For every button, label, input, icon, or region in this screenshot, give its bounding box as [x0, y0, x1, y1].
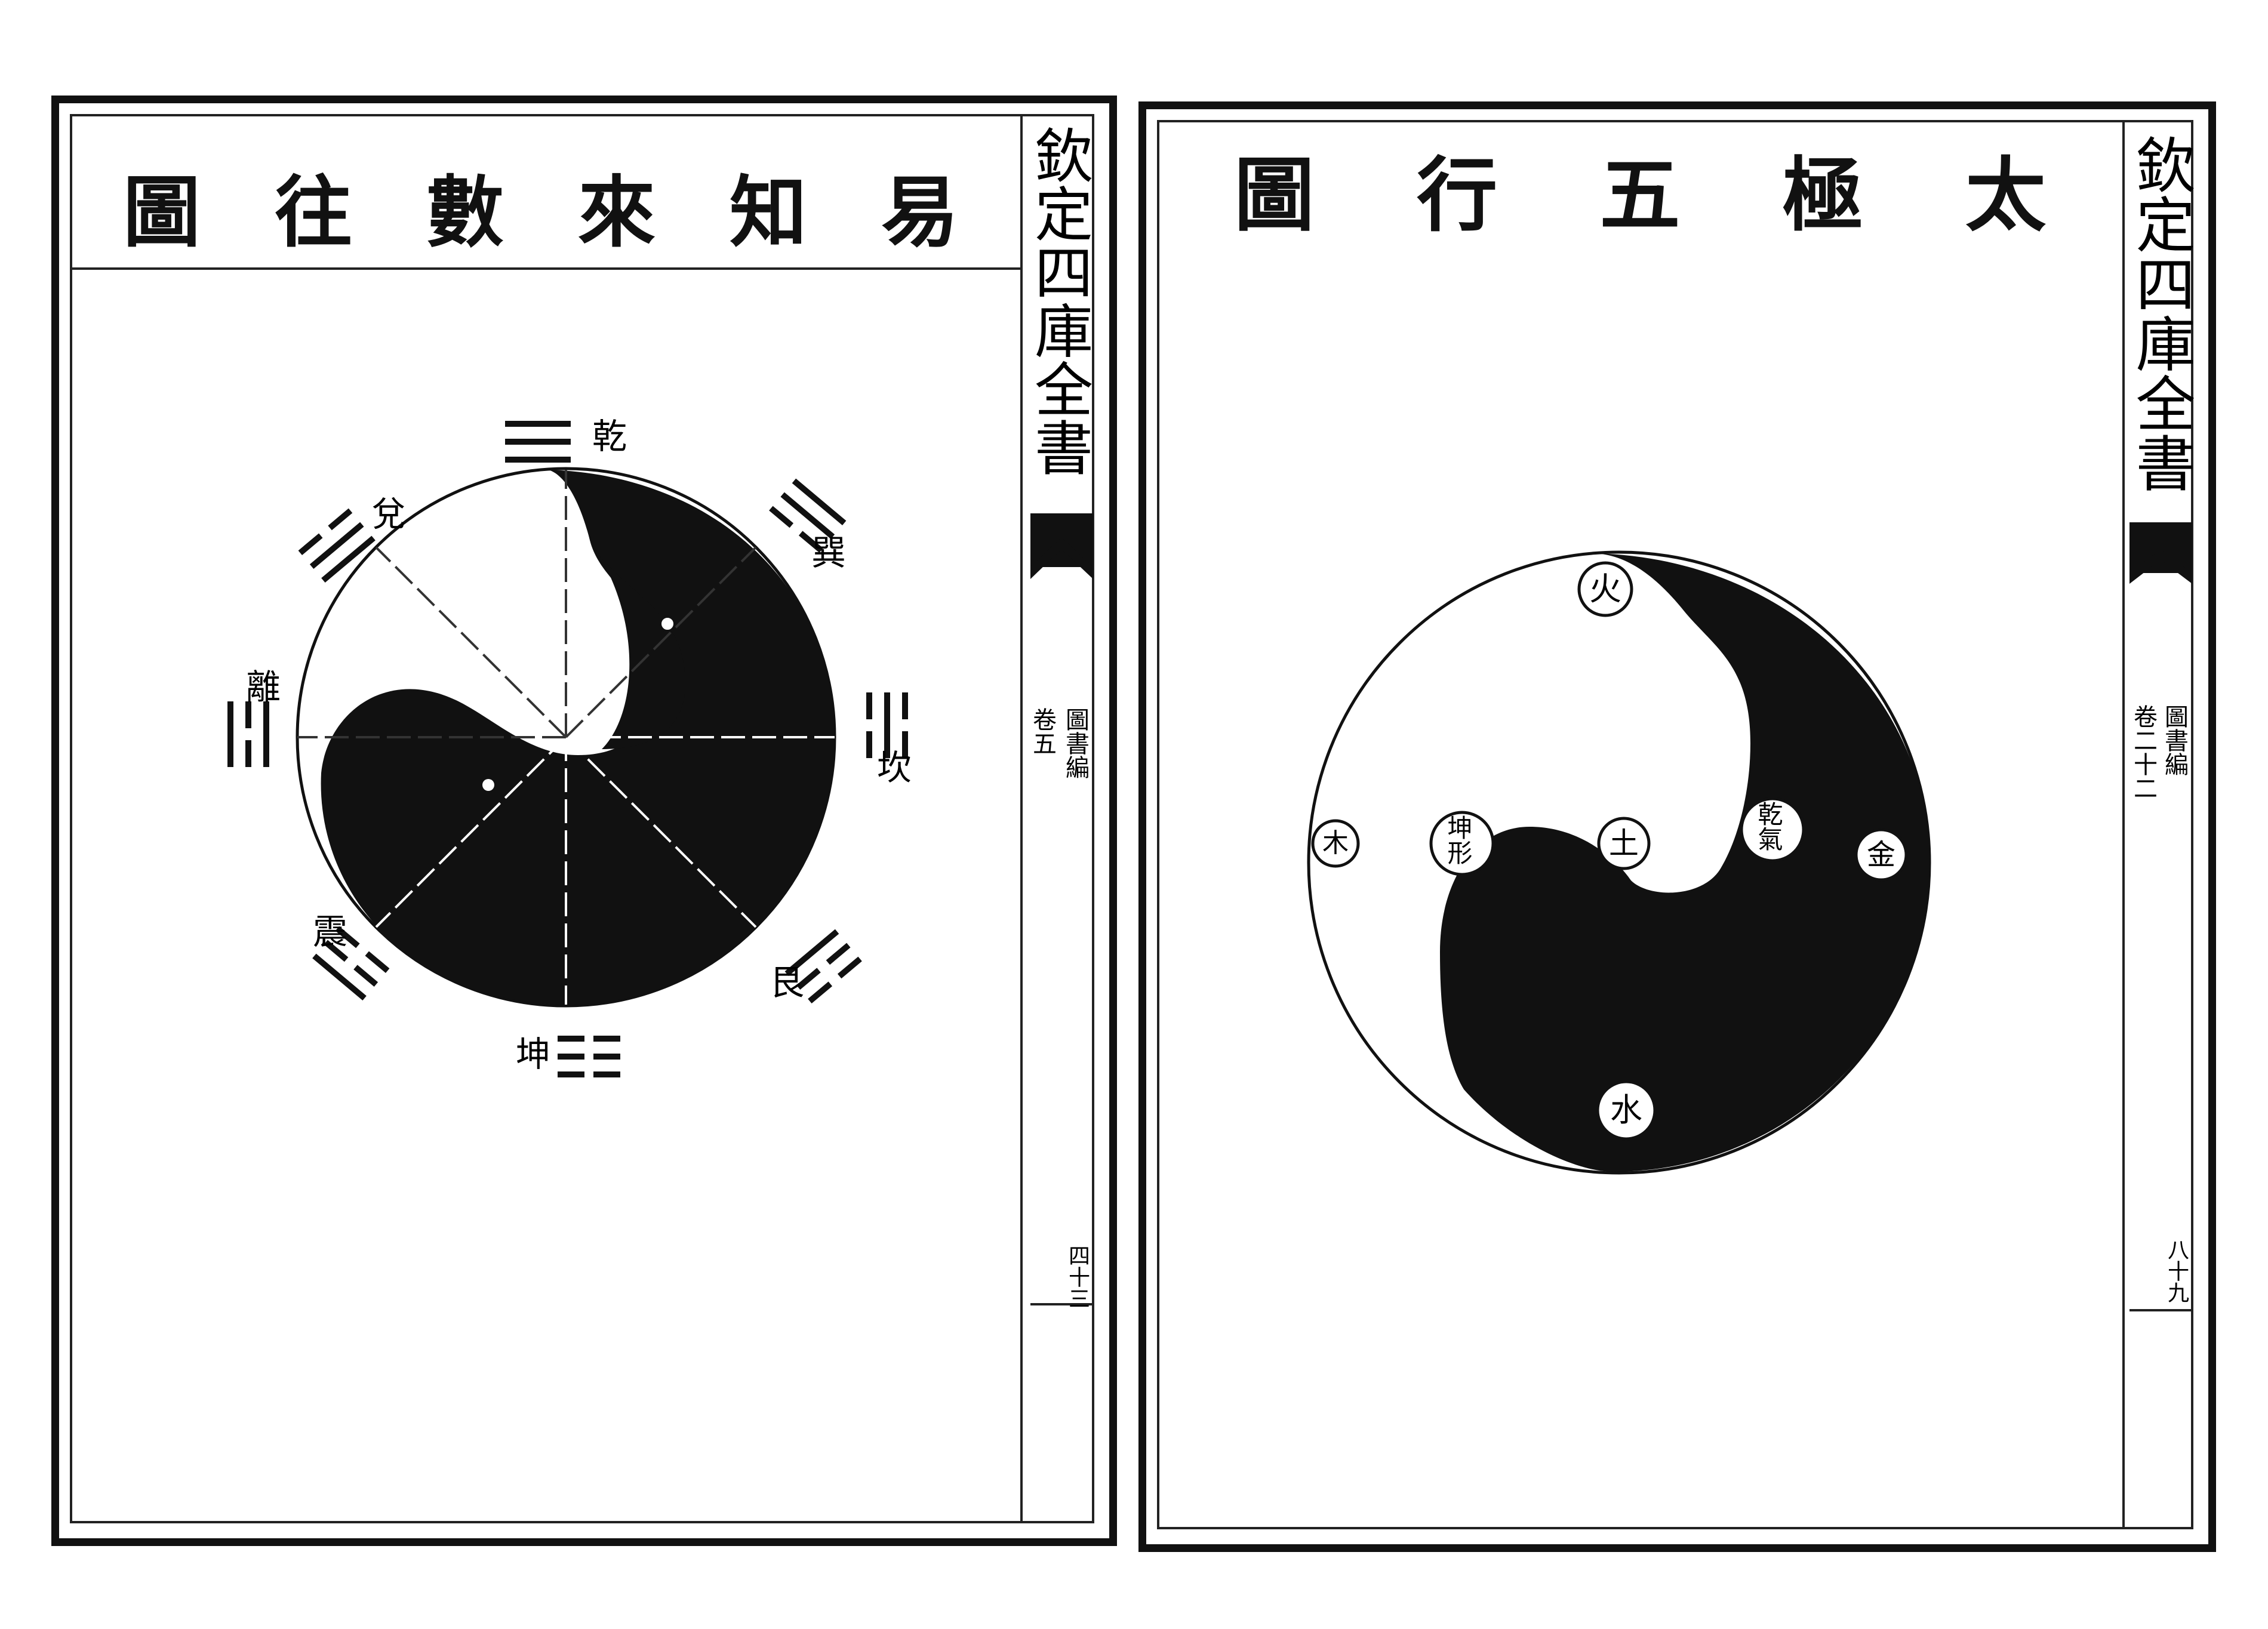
title-char: 易	[881, 167, 959, 258]
element-medallions	[1311, 561, 1908, 1141]
title-char: 行	[1417, 147, 1498, 242]
trigram-label-zhen: 震	[307, 913, 347, 948]
trigram-dui-icon	[298, 508, 376, 583]
margin-volume: 卷二十二	[2129, 704, 2157, 800]
title-char: 太	[1965, 147, 2046, 242]
trigram-qian-icon	[505, 421, 571, 463]
margin-volume: 卷五	[1029, 707, 1056, 755]
trigram-kun-icon	[558, 1036, 620, 1077]
element-qian-qi: 乾氣	[1754, 801, 1783, 851]
left-page-title: 圖 往 數 來 知 易	[123, 161, 959, 258]
margin-page-number: 四十三	[1065, 1245, 1090, 1309]
title-char: 五	[1599, 147, 1681, 242]
trigram-label-qian: 乾	[586, 418, 627, 452]
trigram-label-kan: 坎	[871, 749, 912, 784]
trigram-label-gen: 艮	[764, 964, 804, 999]
right-page-frame	[1138, 101, 2216, 1552]
margin-section-name: 圖書編	[2161, 704, 2188, 776]
title-char: 知	[729, 167, 807, 258]
element-wood: 木	[1322, 828, 1349, 858]
element-fire: 火	[1589, 570, 1621, 608]
margin-book-title: 欽定四庫全書	[2125, 134, 2195, 492]
trigram-xun-icon	[769, 478, 847, 553]
element-water: 水	[1610, 1091, 1642, 1129]
right-page-title: 圖 行 五 極 太	[1234, 140, 2046, 242]
trigram-label-li: 離	[240, 669, 281, 703]
trigram-label-xun: 巽	[805, 534, 846, 569]
trigram-kan-icon	[866, 692, 908, 758]
margin-page-number: 八十九	[2164, 1239, 2189, 1303]
left-page: 圖 往 數 來 知 易 欽定四庫全書 圖書編 卷五 四十三	[51, 96, 1117, 1546]
element-earth: 土	[1609, 826, 1639, 861]
taiji-trigram-diagram	[227, 421, 908, 1077]
right-page: 圖 行 五 極 太 欽定四庫全書 圖書編 卷二十二 八十九 火	[1138, 101, 2216, 1552]
title-char: 圖	[123, 167, 201, 258]
margin-section-name: 圖書編	[1061, 707, 1089, 779]
title-char: 往	[274, 167, 352, 258]
trigram-gen-icon	[784, 929, 862, 1003]
element-metal: 金	[1866, 838, 1895, 872]
margin-book-title: 欽定四庫全書	[1024, 125, 1093, 476]
trigram-zhen-icon	[312, 926, 390, 1000]
title-char: 圖	[1234, 147, 1315, 242]
title-char: 來	[577, 167, 656, 258]
trigram-label-kun: 坤	[510, 1036, 550, 1070]
trigram-li-icon	[227, 701, 269, 767]
title-char: 極	[1782, 147, 1863, 242]
trigram-label-dui: 兌	[365, 495, 406, 530]
left-page-frame	[51, 96, 1117, 1546]
element-kun-form: 坤形	[1444, 815, 1473, 865]
title-char: 數	[426, 167, 504, 258]
